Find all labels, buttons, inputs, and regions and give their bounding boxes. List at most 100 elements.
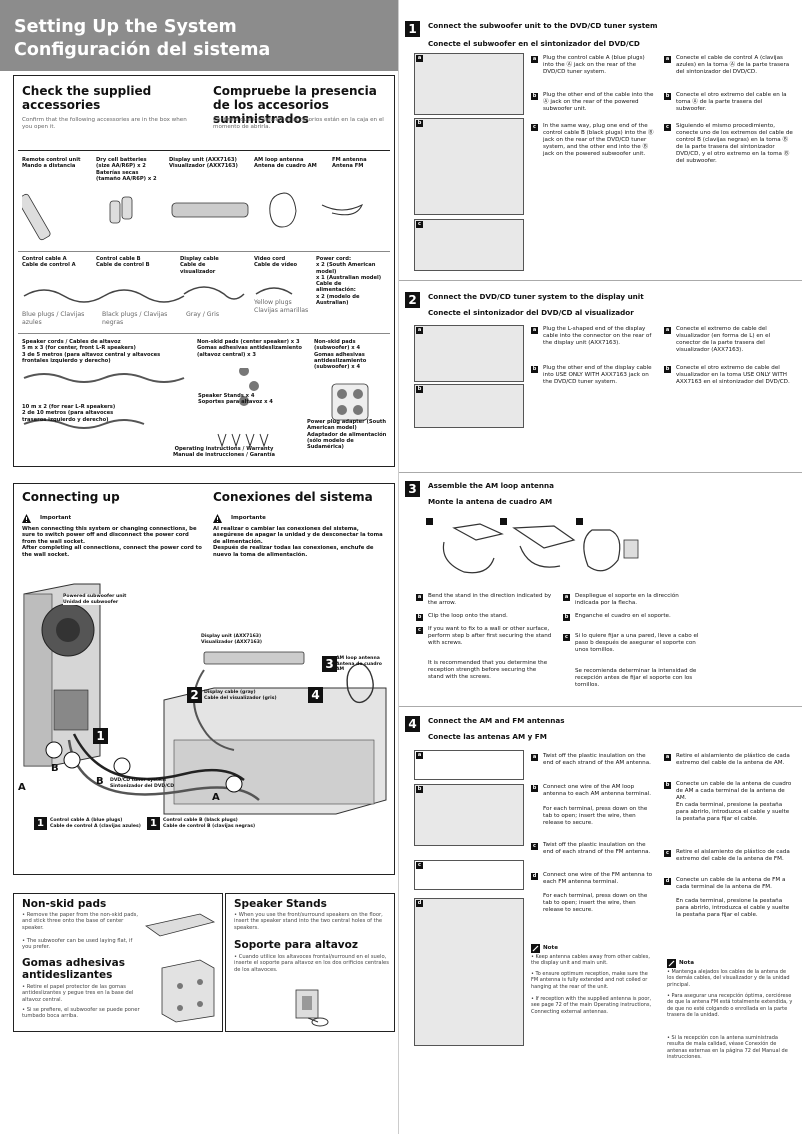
diagram-letter-a-right: A [212,792,220,803]
step4-figure-c: c [414,860,524,890]
note-es-1: • Mantenga alejados los cables de la ant… [667,969,790,988]
item-remote: Remote control unit Mando a distancia [22,157,81,170]
item-display-cable: Display cable Cable de visualizador [180,256,219,275]
step3-figures [426,518,639,574]
diagram-letter-b-left: B [51,763,59,774]
accessories-row2-illustration [23,286,293,303]
step1-es-c: Siguiendo el mismo procedimiento, conect… [676,123,793,164]
item-nonskid-sub: Non-skid pads (subwoofer) x 4 Gomas adhe… [314,339,367,371]
note-title-es: Nota [679,960,694,966]
item-video-cord: Video cord Cable de vídeo [254,256,298,269]
step1-figure-c: c [414,219,524,271]
label-subwoofer: Powered subwoofer unit Unidad de subwoof… [63,594,127,606]
step4-figure-b: b [414,784,524,846]
step4-es-b2: En cada terminal, presione la pestaña pa… [676,802,790,822]
label-control-cable-b: Control cable B (black plugs) Cable de c… [163,818,256,829]
step4-number: 4 [405,716,420,732]
step1-badge-a: a [531,56,538,63]
item-am-antenna: AM loop antenna Antena de cuadro AM [254,157,317,170]
item-speaker-stands: Speaker Stands x 4 Soportes para altavoz… [198,393,273,406]
page-title-en: Setting Up the System [14,17,237,37]
step3-badge-c: c [416,627,423,634]
note-en-1: • Keep antenna cables away from other ca… [531,954,650,967]
step2-es-b: Conecte el otro extremo de cable del vis… [676,365,790,385]
item-operating-instructions: Operating instructions / Warranty Manual… [172,446,276,459]
step3-number: 3 [405,481,420,497]
step3-es-c2: Se recomienda determinar la intensidad d… [575,668,697,688]
step3-en-b: Clip the loop onto the stand. [428,613,508,619]
nonskid-bullet-3: • Retire el papel protector de las gomas… [22,984,134,1003]
important-body-es: Al realizar o cambiar las conexiones del… [213,526,383,558]
nonskid-bullet-1: • Remove the paper from the non-skid pad… [22,912,139,931]
label-display-cable: Display cable (gray) Cable del visualiza… [204,690,277,701]
step4-en-d2: For each terminal, press down on the tab… [543,893,648,913]
nonskid-box: Non-skid pads • Remove the paper from th… [13,893,223,1032]
step1-es-b: Conecte el otro extremo del cable en la … [676,92,787,112]
nonskid-illustration [145,913,216,1023]
note-title-en: Note [543,945,558,951]
step4-figure-d: d [414,898,524,1046]
step2-title-en: Connect the DVD/CD tuner system to the d… [428,292,644,301]
step1-badge-c: c [531,124,538,131]
step4-en-c: Twist off the plastic insulation on the … [543,842,651,855]
step1-en-a: Plug the control cable A (blue plugs) in… [543,55,645,75]
step2-en-a: Plug the L-shaped end of the display cab… [543,326,652,346]
important-en: Important [40,515,72,521]
step4-en-b: Connect one wire of the AM loop antenna … [543,784,652,797]
warning-icon-es [213,514,222,523]
nonskid-title-en: Non-skid pads [22,898,107,910]
diagram-step-4: 4 [308,687,323,703]
plug-gray-label: Gray / Gris [186,311,220,318]
step3-en-c: If you want to fix to a wall or other su… [428,626,552,646]
connecting-box: Connecting up Conexiones del sistema Imp… [13,483,395,875]
diagram-step-1-b: 1 [147,817,160,830]
accessories-row3-illustration [23,368,369,448]
label-control-cable-a: Control cable A (blue plugs) Cable de co… [50,818,141,829]
label-display-unit: Display unit (AXX7163) Visualizador (AXX… [201,634,263,645]
note-icon-es [667,959,676,968]
page-header: Setting Up the System Configuración del … [0,0,398,71]
step3-badge-es-b: b [563,614,570,621]
accessories-sub-en: Confirm that the following accessories a… [22,117,187,130]
step3-title-en: Assemble the AM loop antenna [428,481,554,490]
step1-figure-b: b [414,118,524,215]
step1-en-b: Plug the other end of the cable into the… [543,92,654,112]
item-control-cable-b: Control cable B Cable de control B [96,256,150,269]
stands-title-en: Speaker Stands [234,898,327,910]
step4-en-d: Connect one wire of the FM antenna to ea… [543,872,653,885]
diagram-step-2: 2 [187,687,202,703]
step2-number: 2 [405,292,420,308]
step4-badge-es-b: b [664,782,671,789]
step3-title-es: Monte la antena de cuadro AM [428,497,553,506]
step2-es-a: Conecte el extremo de cable del visualiz… [676,326,771,353]
step1-en-c: In the same way, plug one end of the con… [543,123,654,157]
step4-figure-a: a [414,750,524,780]
stands-illustration [295,989,329,1027]
diagram-step-1-a: 1 [34,817,47,830]
step3-badge-b: b [416,614,423,621]
step4-en-b2: For each terminal, press down on the tab… [543,806,648,826]
step3-en-a: Bend the stand in the direction indicate… [428,593,552,606]
diagram-letter-b-mid: B [96,776,104,787]
step2-en-b: Plug the other end of the display cable … [543,365,652,385]
note-en-2: • To ensure optimum reception, make sure… [531,971,648,990]
important-body-en: When connecting this system or changing … [22,526,202,558]
step4-es-c: Retire el aislamiento de plástico de cad… [676,849,790,862]
step4-es-d: Conecte un cable de la antena de FM a ca… [676,877,786,890]
step3-es-b: Enganche el cuadro en el soporte. [575,613,671,619]
stands-bullet-1: • When you use the front/surround speake… [234,912,383,931]
nonskid-title-es: Gomas adhesivas antideslizantes [22,957,125,981]
step1-number: 1 [405,21,420,37]
stands-bullet-2: • Cuando utilice los altavoces frontal/s… [234,954,389,973]
step4-title-es: Conecte las antenas AM y FM [428,732,547,741]
step4-title-en: Connect the AM and FM antennas [428,716,565,725]
step3-en-c2: It is recommended that you determine the… [428,660,548,680]
step1-title-es: Conecte el subwoofer en el sintonizador … [428,39,640,48]
nonskid-bullet-4: • Si se prefiere, el subwoofer se puede … [22,1007,140,1020]
step2-title-es: Conecte el sintonizador del DVD/CD al vi… [428,308,634,317]
note-es-2: • Para asegurar una recepción óptima, ce… [667,993,793,1019]
plug-black-label: Black plugs / Clavijas negras [102,311,168,326]
step2-badge-b: b [531,366,538,373]
step3-badge-es-c: c [563,634,570,641]
step1-badge-es-b: b [664,93,671,100]
